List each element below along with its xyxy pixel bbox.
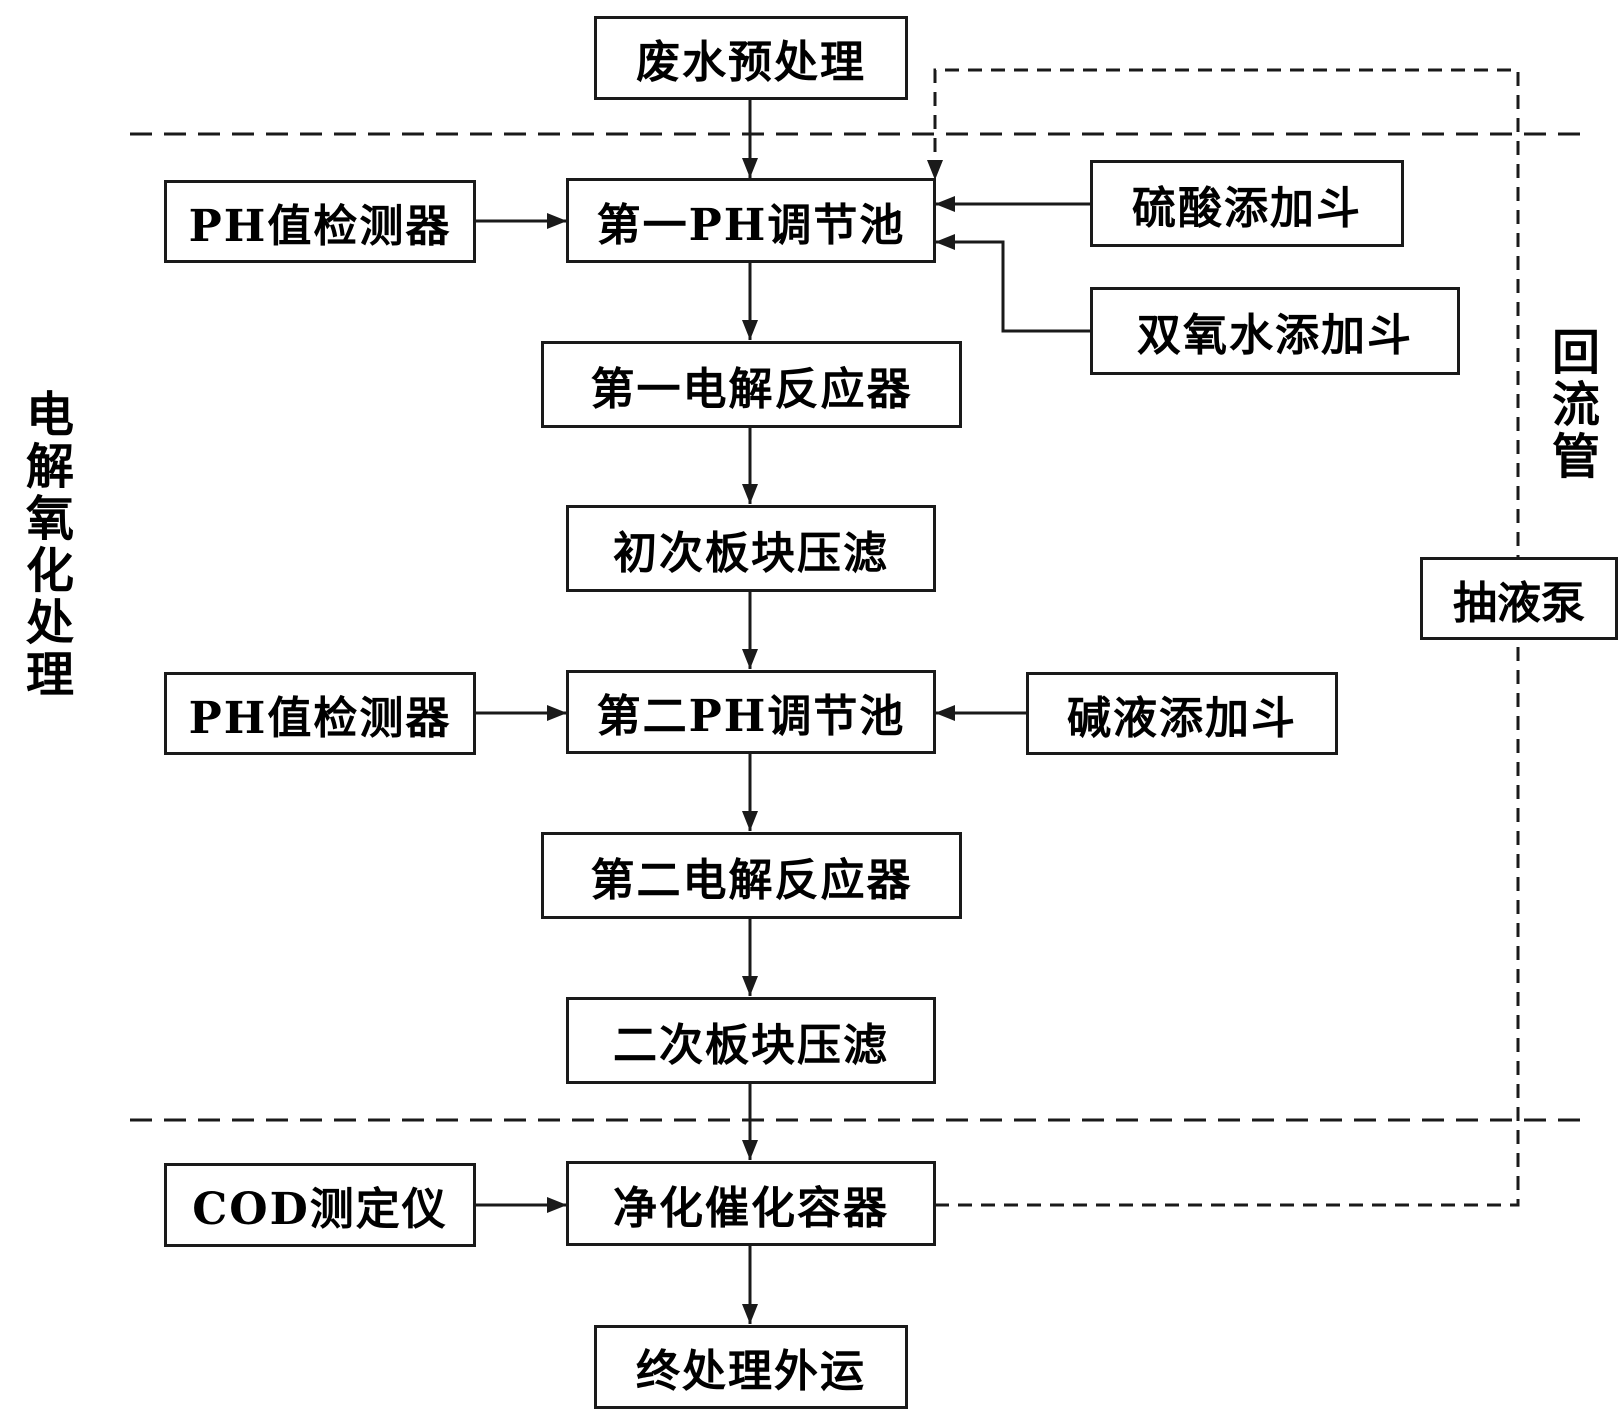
arrow-hydrogen-peroxide-to-first-ph-tank <box>935 234 1090 333</box>
secondary-plate-filter-box: 二次板块压滤 <box>566 997 936 1084</box>
cod-meter-box: COD测定仪 <box>164 1163 476 1247</box>
sulfuric-acid-hopper-box: 硫酸添加斗 <box>1090 160 1404 247</box>
first-electrolysis-reactor-box: 第一电解反应器 <box>541 341 962 428</box>
wastewater-pretreatment-box: 废水预处理 <box>594 16 908 100</box>
purification-catalytic-vessel-box: 净化催化容器 <box>566 1161 936 1246</box>
alkali-hopper-box: 碱液添加斗 <box>1026 672 1338 755</box>
primary-plate-filter-box: 初次板块压滤 <box>566 505 936 592</box>
first-ph-tank-box: 第一PH调节池 <box>566 178 936 263</box>
suction-pump-box: 抽液泵 <box>1420 557 1618 640</box>
second-electrolysis-reactor-box: 第二电解反应器 <box>541 832 962 919</box>
ph-detector-1-box: PH值检测器 <box>164 180 476 263</box>
ph-detector-2-box: PH值检测器 <box>164 672 476 755</box>
section-label-electrolytic-oxidation: 电解氧化处理 <box>14 335 76 755</box>
second-ph-tank-box: 第二PH调节池 <box>566 670 936 754</box>
hydrogen-peroxide-hopper-box: 双氧水添加斗 <box>1090 287 1460 375</box>
return-pipe-label: 回流管 <box>1540 300 1602 510</box>
final-treatment-transport-box: 终处理外运 <box>594 1325 908 1409</box>
